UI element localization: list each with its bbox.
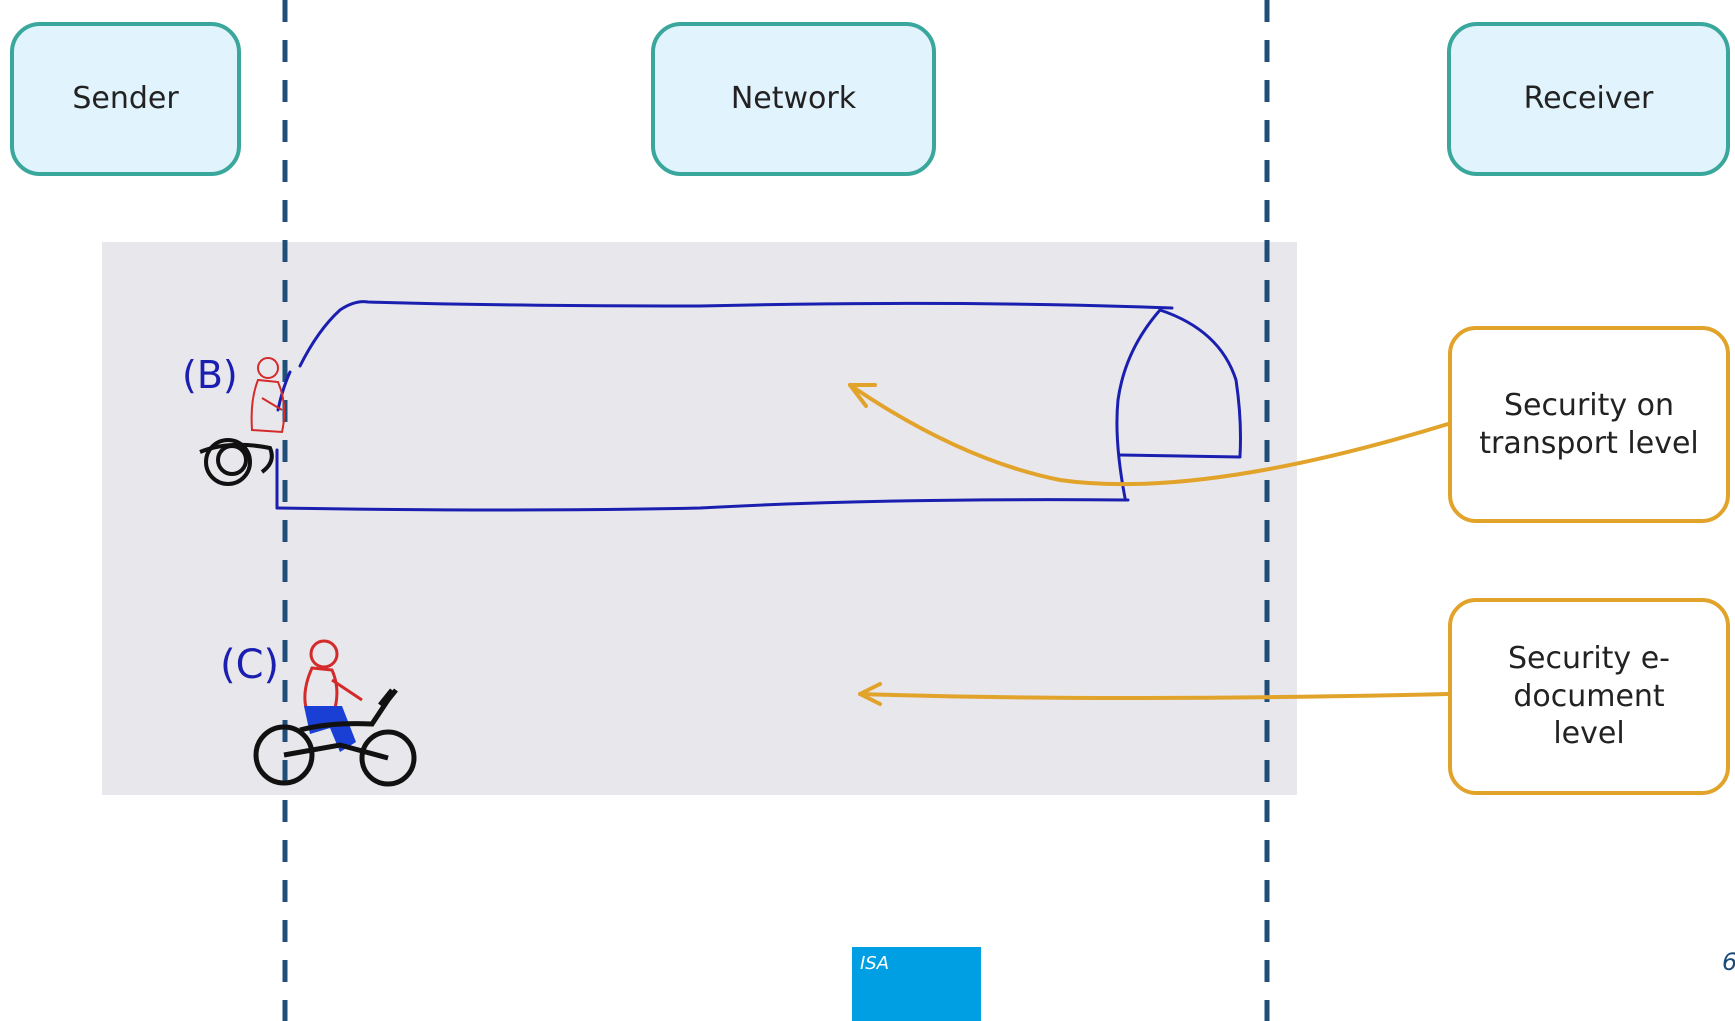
label-b: (B) (182, 353, 238, 397)
sketch-photo (102, 242, 1297, 795)
network-box: Network (651, 22, 936, 176)
tunnel-sketch (275, 300, 1242, 512)
isa-logo-text: ISA (860, 953, 890, 974)
rider-c-jeans (304, 706, 356, 752)
rider-c-sketch (253, 639, 417, 787)
document-arrow (858, 682, 1450, 706)
page-number: 6 (1722, 948, 1735, 976)
sender-box: Sender (10, 22, 241, 176)
transport-level-callout: Security on transport level (1448, 326, 1730, 523)
rider-b-sketch (199, 357, 286, 486)
receiver-label: Receiver (1523, 81, 1654, 117)
receiver-box: Receiver (1447, 22, 1730, 176)
sender-label: Sender (72, 81, 179, 117)
document-level-text: Security e-document level (1507, 641, 1670, 752)
transport-arrow (848, 383, 1450, 487)
label-c: (C) (220, 642, 279, 688)
transport-level-text: Security on transport level (1479, 388, 1699, 461)
isa-logo: ISA (852, 947, 981, 1021)
network-label: Network (730, 81, 857, 117)
document-level-callout: Security e-document level (1448, 598, 1730, 795)
